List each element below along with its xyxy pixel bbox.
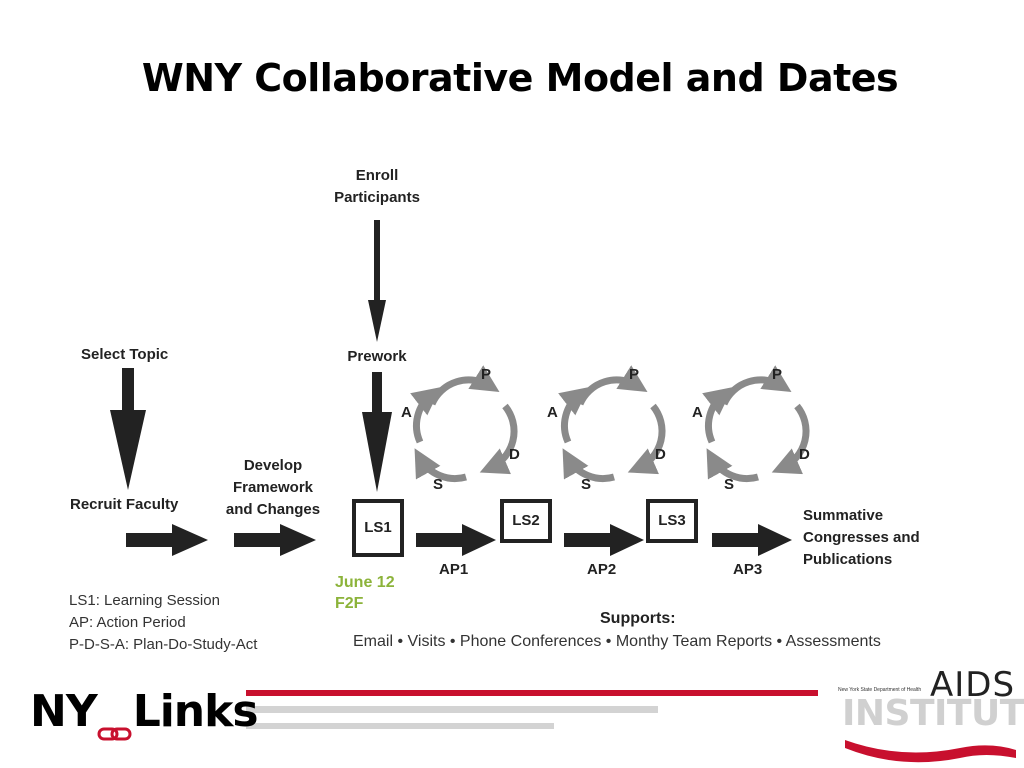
institute-word: INSTITUTE [842,693,1024,734]
legend-ls: LS1: Learning Session [69,592,220,609]
ls1-box [352,499,404,557]
prework-down-arrow [362,372,392,492]
supports-title: Supports: [600,610,676,627]
cycle-1-d: D [509,446,520,463]
select-topic-label: Select Topic [81,346,169,363]
date-note-line-2: F2F [335,595,364,612]
cycle-3-a: A [692,404,703,421]
cycle-2-s: S [581,476,592,493]
pdsa-cycle-2 [558,365,666,483]
nylinks-logo-right: Links [132,686,259,737]
aids-institute-logo: New York State Department of Health AIDS… [838,665,1024,765]
pdsa-cycle-1 [410,365,518,483]
cycle-3-s: S [724,476,735,493]
enroll-line-1: Enroll [355,167,399,184]
ls1-label: LS1 [364,519,392,536]
supports-list: Email • Visits • Phone Conferences • Mon… [353,633,881,650]
ls2-label: LS2 [512,512,540,529]
cycle-2-a: A [547,404,558,421]
footer-rule-red [246,690,818,696]
ap2-label: AP2 [587,561,617,578]
summative-line-1: Summative [803,507,884,524]
arrow-ls2-to-ls3 [564,524,644,556]
ls2-box [500,499,552,543]
recruit-faculty-label: Recruit Faculty [70,496,179,513]
enroll-label: Enroll Participants [322,165,432,209]
arrow-develop-to-ls1 [234,524,316,556]
cycle-3-d: D [799,446,810,463]
summative-line-3: Publications [803,551,893,568]
aids-institute-swoosh [845,740,1016,763]
slide-title: WNY Collaborative Model and Dates [141,56,899,100]
ls3-label: LS3 [658,512,686,529]
pdsa-cycle-3 [702,365,810,483]
date-note-line-1: June 12 [335,574,395,591]
nylinks-logo: NY Links [30,686,259,741]
footer-rule-gray-2 [246,723,554,729]
date-note: June 12 F2F [335,572,395,614]
legend-ap: AP: Action Period [69,614,186,631]
summative-label: Summative Congresses and Publications [803,505,920,571]
develop-line-2: Framework [232,479,314,496]
cycle-1-p: P [481,366,492,383]
footer-rule-gray-1 [246,706,658,713]
ap1-label: AP1 [439,561,469,578]
select-topic-down-arrow [110,368,146,490]
develop-line-3: and Changes [225,501,321,518]
enroll-down-arrow [368,220,386,342]
arrow-ls3-to-summative [712,524,792,556]
legend: LS1: Learning Session AP: Action Period … [69,590,257,656]
cycle-2-d: D [655,446,666,463]
nylinks-logo-left: NY [30,686,98,737]
enroll-line-2: Participants [334,189,420,206]
ls3-box [646,499,698,543]
develop-label: Develop Framework and Changes [218,455,328,521]
cycle-1-s: S [433,476,444,493]
aids-dept-text: New York State Department of Health [838,687,922,693]
cycle-2-p: P [629,366,640,383]
ap3-label: AP3 [733,561,763,578]
aids-word: AIDS [930,665,1016,705]
cycle-3-p: P [772,366,783,383]
arrow-ls1-to-ls2 [416,524,496,556]
prework-label: Prework [347,348,407,365]
legend-pdsa: P-D-S-A: Plan-Do-Study-Act [69,636,258,653]
cycle-1-a: A [401,404,412,421]
develop-line-1: Develop [243,457,303,474]
summative-line-2: Congresses and [803,529,920,546]
arrow-recruit-to-develop [126,524,208,556]
chain-link-icon [97,704,133,741]
